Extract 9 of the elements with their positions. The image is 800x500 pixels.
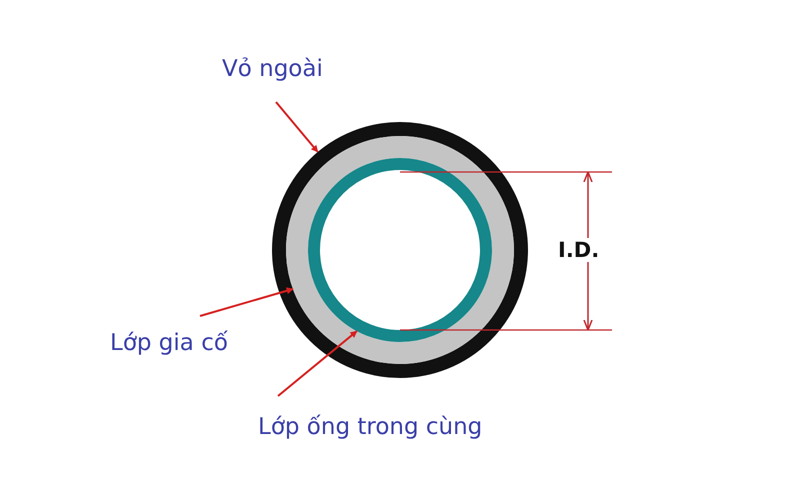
reinforcement-ring bbox=[286, 136, 514, 364]
leader-line bbox=[200, 287, 294, 317]
inner-tube-ring bbox=[308, 158, 492, 342]
part-label: Vỏ ngoài bbox=[222, 56, 323, 84]
leader-line bbox=[277, 330, 358, 397]
outer-shell-ring bbox=[272, 122, 528, 378]
leader-line bbox=[275, 101, 318, 153]
part-label: Lớp ống trong cùng bbox=[258, 414, 482, 442]
part-label: Lớp gia cố bbox=[110, 330, 228, 358]
